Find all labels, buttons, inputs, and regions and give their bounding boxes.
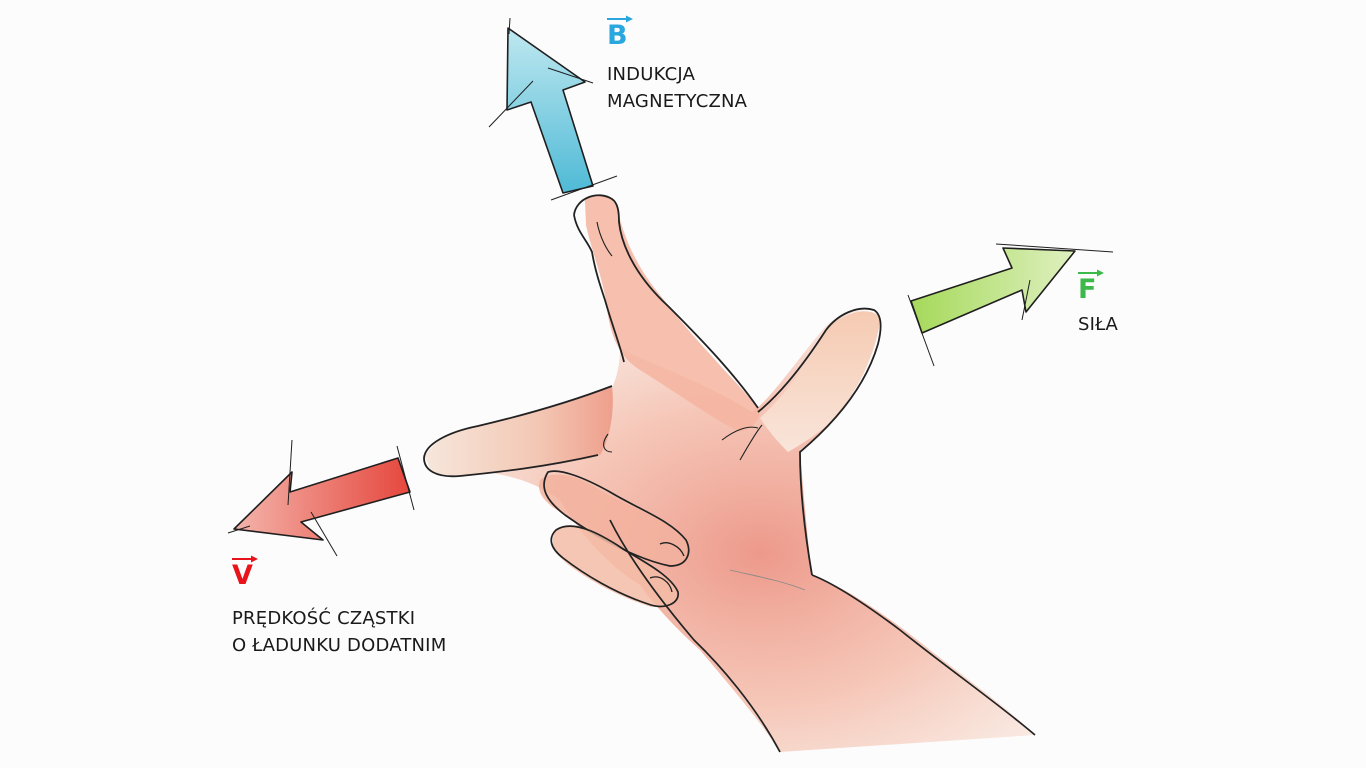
velocity-symbol: V [232,555,258,591]
magnetic-induction-caption-line-2: MAGNETYCZNA [607,91,748,112]
vector-arrow-icon [607,15,633,23]
magnetic-induction-symbol: B [607,15,633,51]
velocity-caption-line-1: PRĘDKOŚĆ CZĄSTKI [232,608,416,629]
hand [423,194,1036,753]
force-arrow [907,243,1114,367]
force-caption: SIŁA [1078,311,1118,338]
force-symbol-text: F [1078,274,1097,305]
magnetic-induction-caption: INDUKCJA MAGNETYCZNA [607,61,747,115]
velocity-symbol-text: V [232,560,253,591]
magnetic-induction-arrow [488,17,618,201]
velocity-arrow [227,439,415,557]
magnetic-induction-symbol-text: B [607,20,628,51]
velocity-caption: PRĘDKOŚĆ CZĄSTKI O ŁADUNKU DODATNIM [232,605,446,659]
velocity-caption-line-2: O ŁADUNKU DODATNIM [232,635,447,656]
vector-arrow-icon [1078,269,1104,277]
force-caption-line-1: SIŁA [1078,314,1118,335]
force-label: F SIŁA [1078,269,1118,338]
force-symbol: F [1078,269,1104,305]
velocity-label: V PRĘDKOŚĆ CZĄSTKI O ŁADUNKU DODATNIM [232,555,446,659]
magnetic-induction-caption-line-1: INDUKCJA [607,64,696,85]
magnetic-induction-label: B INDUKCJA MAGNETYCZNA [607,15,747,115]
vector-arrow-icon [232,555,258,563]
